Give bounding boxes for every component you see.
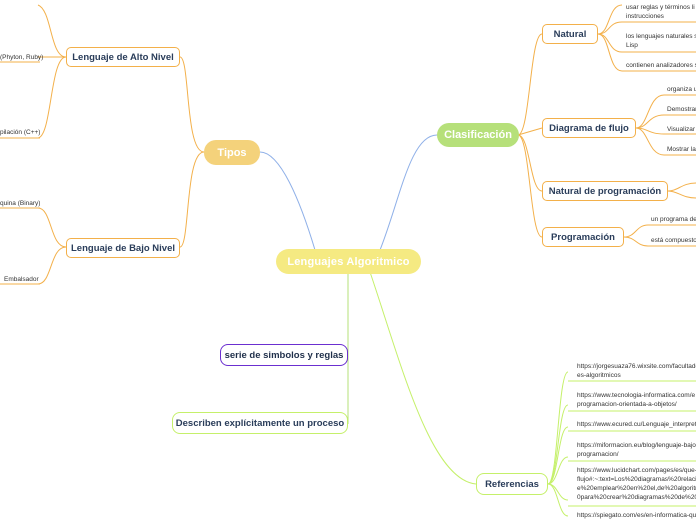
- subtopic-alto-nivel-label: Lenguaje de Alto Nivel: [72, 51, 174, 63]
- reference-link-4-cont[interactable]: programacion/: [577, 451, 619, 458]
- subtopic-referencias-label: Referencias: [485, 478, 539, 490]
- reference-link-5-cont1[interactable]: flujo#:~:text=Los%20diagramas%20relacio: [577, 476, 696, 483]
- reference-link-6[interactable]: https://spiegato.com/es/en-informatica-q…: [577, 512, 696, 519]
- subtopic-diagrama-label: Diagrama de flujo: [549, 122, 629, 134]
- leaf-natural-3[interactable]: los lenguajes naturales s: [626, 33, 696, 40]
- leaf-python-ruby[interactable]: (Phyton, Ruby): [0, 54, 44, 61]
- subtopic-describen-label: Describen explícitamente un proceso: [175, 417, 345, 429]
- reference-link-5-cont2[interactable]: e%20emplear%20en%20el,de%20algoritm: [577, 485, 696, 492]
- subtopic-alto-nivel[interactable]: Lenguaje de Alto Nivel: [66, 47, 180, 67]
- leaf-natural-1[interactable]: usar reglas y términos li: [626, 4, 695, 11]
- subtopic-programacion-label: Programación: [551, 231, 615, 243]
- subtopic-serie-label: serie de simbolos y reglas: [224, 349, 344, 361]
- subtopic-diagrama[interactable]: Diagrama de flujo: [542, 118, 636, 138]
- subtopic-bajo-nivel[interactable]: Lenguaje de Bajo Nivel: [66, 238, 180, 258]
- reference-link-3[interactable]: https://www.ecured.cu/Lenguaje_interpret…: [577, 421, 696, 428]
- leaf-programacion-1[interactable]: un programa de: [651, 216, 696, 223]
- reference-link-2[interactable]: https://www.tecnologia-informatica.com/e: [577, 392, 696, 399]
- topic-tipos[interactable]: Tipos: [204, 140, 260, 165]
- reference-link-5[interactable]: https://www.lucidchart.com/pages/es/que-: [577, 467, 696, 474]
- subtopic-serie[interactable]: serie de simbolos y reglas: [220, 344, 348, 366]
- subtopic-natural[interactable]: Natural: [542, 24, 598, 44]
- leaf-natural-4[interactable]: Lisp: [626, 42, 638, 49]
- subtopic-describen[interactable]: Describen explícitamente un proceso: [172, 412, 348, 434]
- subtopic-programacion[interactable]: Programación: [542, 227, 624, 247]
- leaf-maquina[interactable]: quina (Binary): [0, 200, 41, 207]
- leaf-compilacion[interactable]: pilación (C++): [0, 129, 41, 136]
- leaf-diagrama-3[interactable]: Visualizar l: [667, 126, 696, 133]
- leaf-natural-2[interactable]: instrucciones: [626, 13, 664, 20]
- topic-clasificacion[interactable]: Clasificación: [437, 123, 519, 147]
- leaf-diagrama-4[interactable]: Mostrar la: [667, 146, 696, 153]
- reference-link-4[interactable]: https://miformacion.eu/blog/lenguaje-baj…: [577, 442, 696, 449]
- subtopic-bajo-nivel-label: Lenguaje de Bajo Nivel: [71, 242, 175, 254]
- central-topic[interactable]: Lenguajes Algoritmico: [276, 249, 421, 274]
- leaf-natural-5[interactable]: contienen analizadores s: [626, 62, 696, 69]
- subtopic-natural-programacion-label: Natural de programación: [548, 185, 662, 197]
- subtopic-natural-programacion[interactable]: Natural de programación: [542, 181, 668, 201]
- topic-clasificacion-label: Clasificación: [444, 129, 512, 141]
- leaf-diagrama-1[interactable]: organiza u: [667, 86, 696, 93]
- subtopic-referencias[interactable]: Referencias: [476, 473, 548, 495]
- leaf-ensamblador[interactable]: Embalsador: [4, 276, 39, 283]
- reference-link-2-cont[interactable]: programacion-orientada-a-objetos/: [577, 401, 677, 408]
- reference-link-5-cont3[interactable]: 0para%20crear%20diagramas%20de%20f: [577, 494, 696, 501]
- leaf-programacion-2[interactable]: está compuesto: [651, 237, 696, 244]
- subtopic-natural-label: Natural: [553, 28, 587, 40]
- reference-link-1[interactable]: https://jorgesuaza76.wixsite.com/faculta…: [577, 363, 696, 370]
- central-topic-label: Lenguajes Algoritmico: [287, 255, 410, 268]
- reference-link-1-cont[interactable]: es-algoritmicos: [577, 372, 621, 379]
- leaf-diagrama-2[interactable]: Demostrar: [667, 106, 696, 113]
- topic-tipos-label: Tipos: [217, 146, 247, 159]
